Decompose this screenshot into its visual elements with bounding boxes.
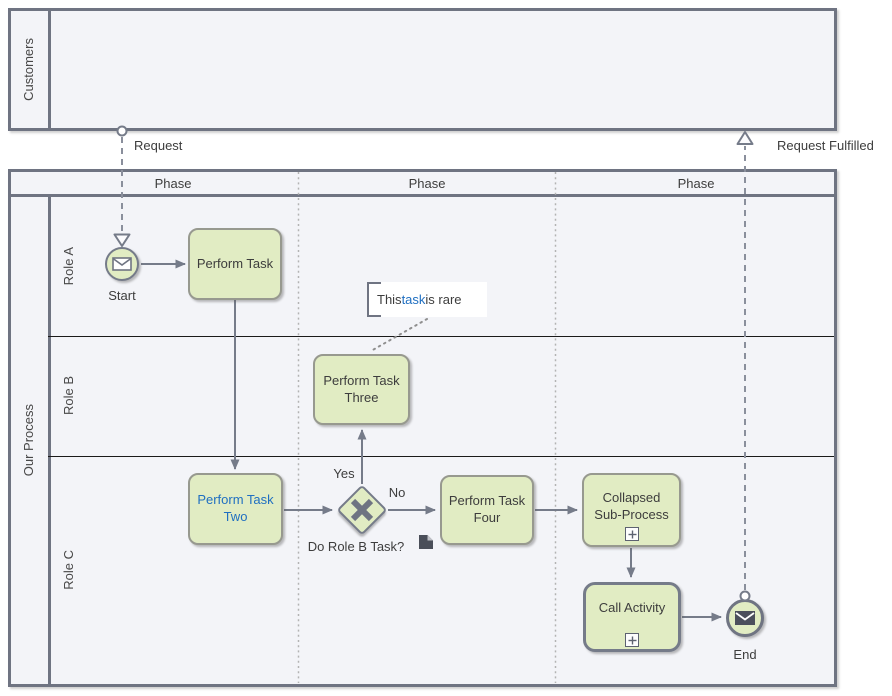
lane-role-a-label: Role A [60,247,76,286]
task-perform-task-two[interactable]: Perform Task Two [188,473,283,545]
lane-role-c-title: Role C [48,456,88,684]
end-event-label: End [733,647,757,662]
pool-customers-label: Customers [20,38,36,101]
task-perform-task-four[interactable]: Perform Task Four [440,475,534,545]
call-activity-label: Call Activity [598,600,666,616]
phase-3-label: Phase [677,176,715,191]
call-activity-expand-button[interactable] [625,633,639,647]
task-perform-task-three[interactable]: Perform Task Three [313,354,410,425]
annotation-task-link[interactable]: task [401,292,426,307]
request-flow-label: Request [134,138,183,153]
text-annotation[interactable]: This task is rare [367,282,487,317]
lane-role-a-title: Role A [48,197,88,336]
pool-customers-title-divider [48,11,51,128]
task-perform-task-three-label: Perform Task Three [323,372,400,405]
request-fulfilled-flow-label: Request Fulfilled [777,138,874,153]
plus-icon [628,636,636,644]
pool-customers [8,8,837,131]
gateway-yes-label: Yes [333,466,355,481]
pool-our-process [8,169,837,687]
lane-divider-role-b-c [48,456,834,457]
task-perform-task[interactable]: Perform Task [188,228,282,300]
gateway-no-label: No [388,485,406,500]
envelope-filled-icon [735,611,755,625]
start-event-label: Start [108,288,136,303]
collapsed-subprocess-label: Collapsed Sub-Process [594,489,669,522]
annotation-text-before: This [377,292,402,307]
start-event[interactable] [105,247,139,281]
subprocess-expand-button[interactable] [625,527,639,541]
task-perform-task-label: Perform Task [196,255,274,271]
annotation-text-after: is rare [425,292,462,307]
document-icon[interactable] [419,535,433,549]
envelope-icon [112,257,132,271]
phase-2-label: Phase [408,176,446,191]
lane-role-c-label: Role C [60,550,76,590]
open-arrowhead-icon [736,131,754,145]
gateway-label: Do Role B Task? [307,539,405,554]
end-event[interactable] [726,599,764,637]
pool-our-process-label: Our Process [20,404,36,477]
task-perform-task-two-link[interactable]: Perform Task Two [197,492,274,524]
task-perform-task-four-label: Perform Task Four [448,493,526,525]
lane-role-b-label: Role B [60,376,76,416]
plus-icon [628,530,636,538]
pool-our-process-title-divider [48,197,51,684]
pool-our-process-title: Our Process [8,197,48,684]
lane-role-b-title: Role B [48,336,88,456]
phase-band-border [11,194,834,197]
phase-1-label: Phase [154,176,192,191]
lane-divider-role-a-b [48,336,834,337]
pool-customers-title: Customers [8,8,48,131]
